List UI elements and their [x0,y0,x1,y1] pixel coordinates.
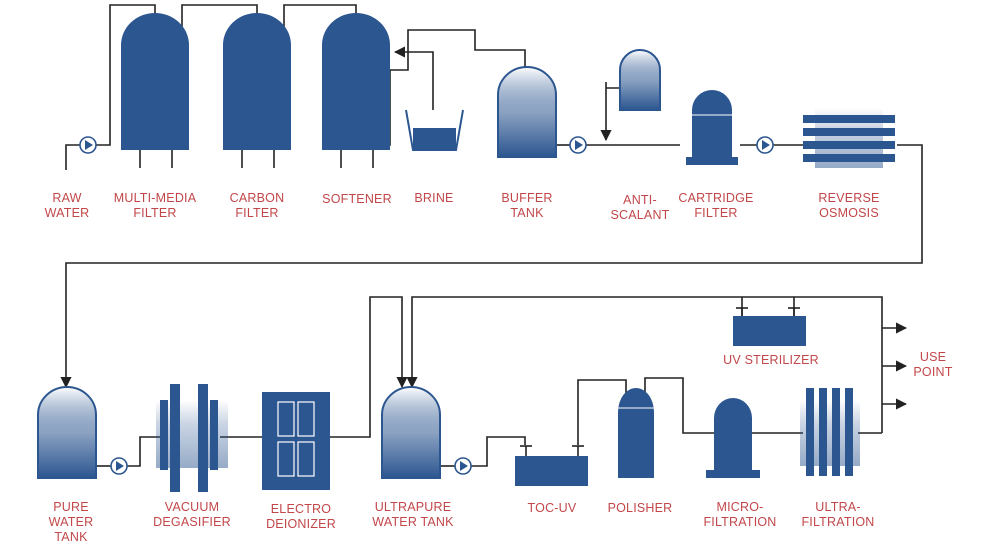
label-brine: BRINE [414,191,454,205]
label-cartridge-filter: CARTRIDGE FILTER [678,191,754,220]
label-polisher: POLISHER [607,501,673,515]
carbon-filter-vessel [223,13,291,168]
pump-ultrapure-icon [454,457,472,475]
label-vacuum-degasifier: VACUUM DEGASIFIER [153,500,231,529]
reverse-osmosis-unit [803,108,895,168]
toc-uv-unit [515,445,588,486]
brine-tank [405,109,464,151]
electro-deionizer-unit [262,392,330,490]
label-anti-scalant: ANTI- SCALANT [610,193,670,222]
label-softener: SOFTENER [322,192,392,206]
label-toc-uv: TOC-UV [527,501,577,515]
label-reverse-osmosis: REVERSE OSMOSIS [818,191,880,220]
label-use-point: USE POINT [913,350,953,379]
buffer-tank-vessel [497,66,557,158]
pump-raw-water-icon [79,136,97,154]
multi-media-filter-vessel [121,13,189,168]
label-uv-sterilizer: UV STERILIZER [723,353,819,367]
label-ultra-filtration: ULTRA- FILTRATION [801,500,875,529]
pump-buffer-icon [569,136,587,154]
uv-sterilizer-unit [733,307,806,346]
vacuum-degasifier-unit [156,384,228,492]
label-micro-filtration: MICRO- FILTRATION [703,500,777,529]
polisher-vessel [618,388,654,478]
ultra-filtration-unit [800,388,860,476]
anti-scalant-tank [619,49,661,111]
label-multi-media-filter: MULTI-MEDIA FILTER [113,191,197,220]
pump-pure-water-icon [110,457,128,475]
ultrapure-water-tank-vessel [381,386,441,479]
cartridge-filter-vessel [686,90,738,165]
label-buffer-tank: BUFFER TANK [501,191,553,220]
softener-vessel [322,13,390,168]
label-electro-deionizer: ELECTRO DEIONIZER [266,502,336,531]
label-carbon-filter: CARBON FILTER [229,191,285,220]
pure-water-tank-vessel [37,386,97,479]
pump-cartridge-icon [756,136,774,154]
label-ultrapure-water-tank: ULTRAPURE WATER TANK [372,500,454,529]
label-pure-water-tank: PURE WATER TANK [48,500,94,544]
micro-filtration-vessel [706,398,760,478]
label-raw-water: RAW WATER [44,191,90,220]
